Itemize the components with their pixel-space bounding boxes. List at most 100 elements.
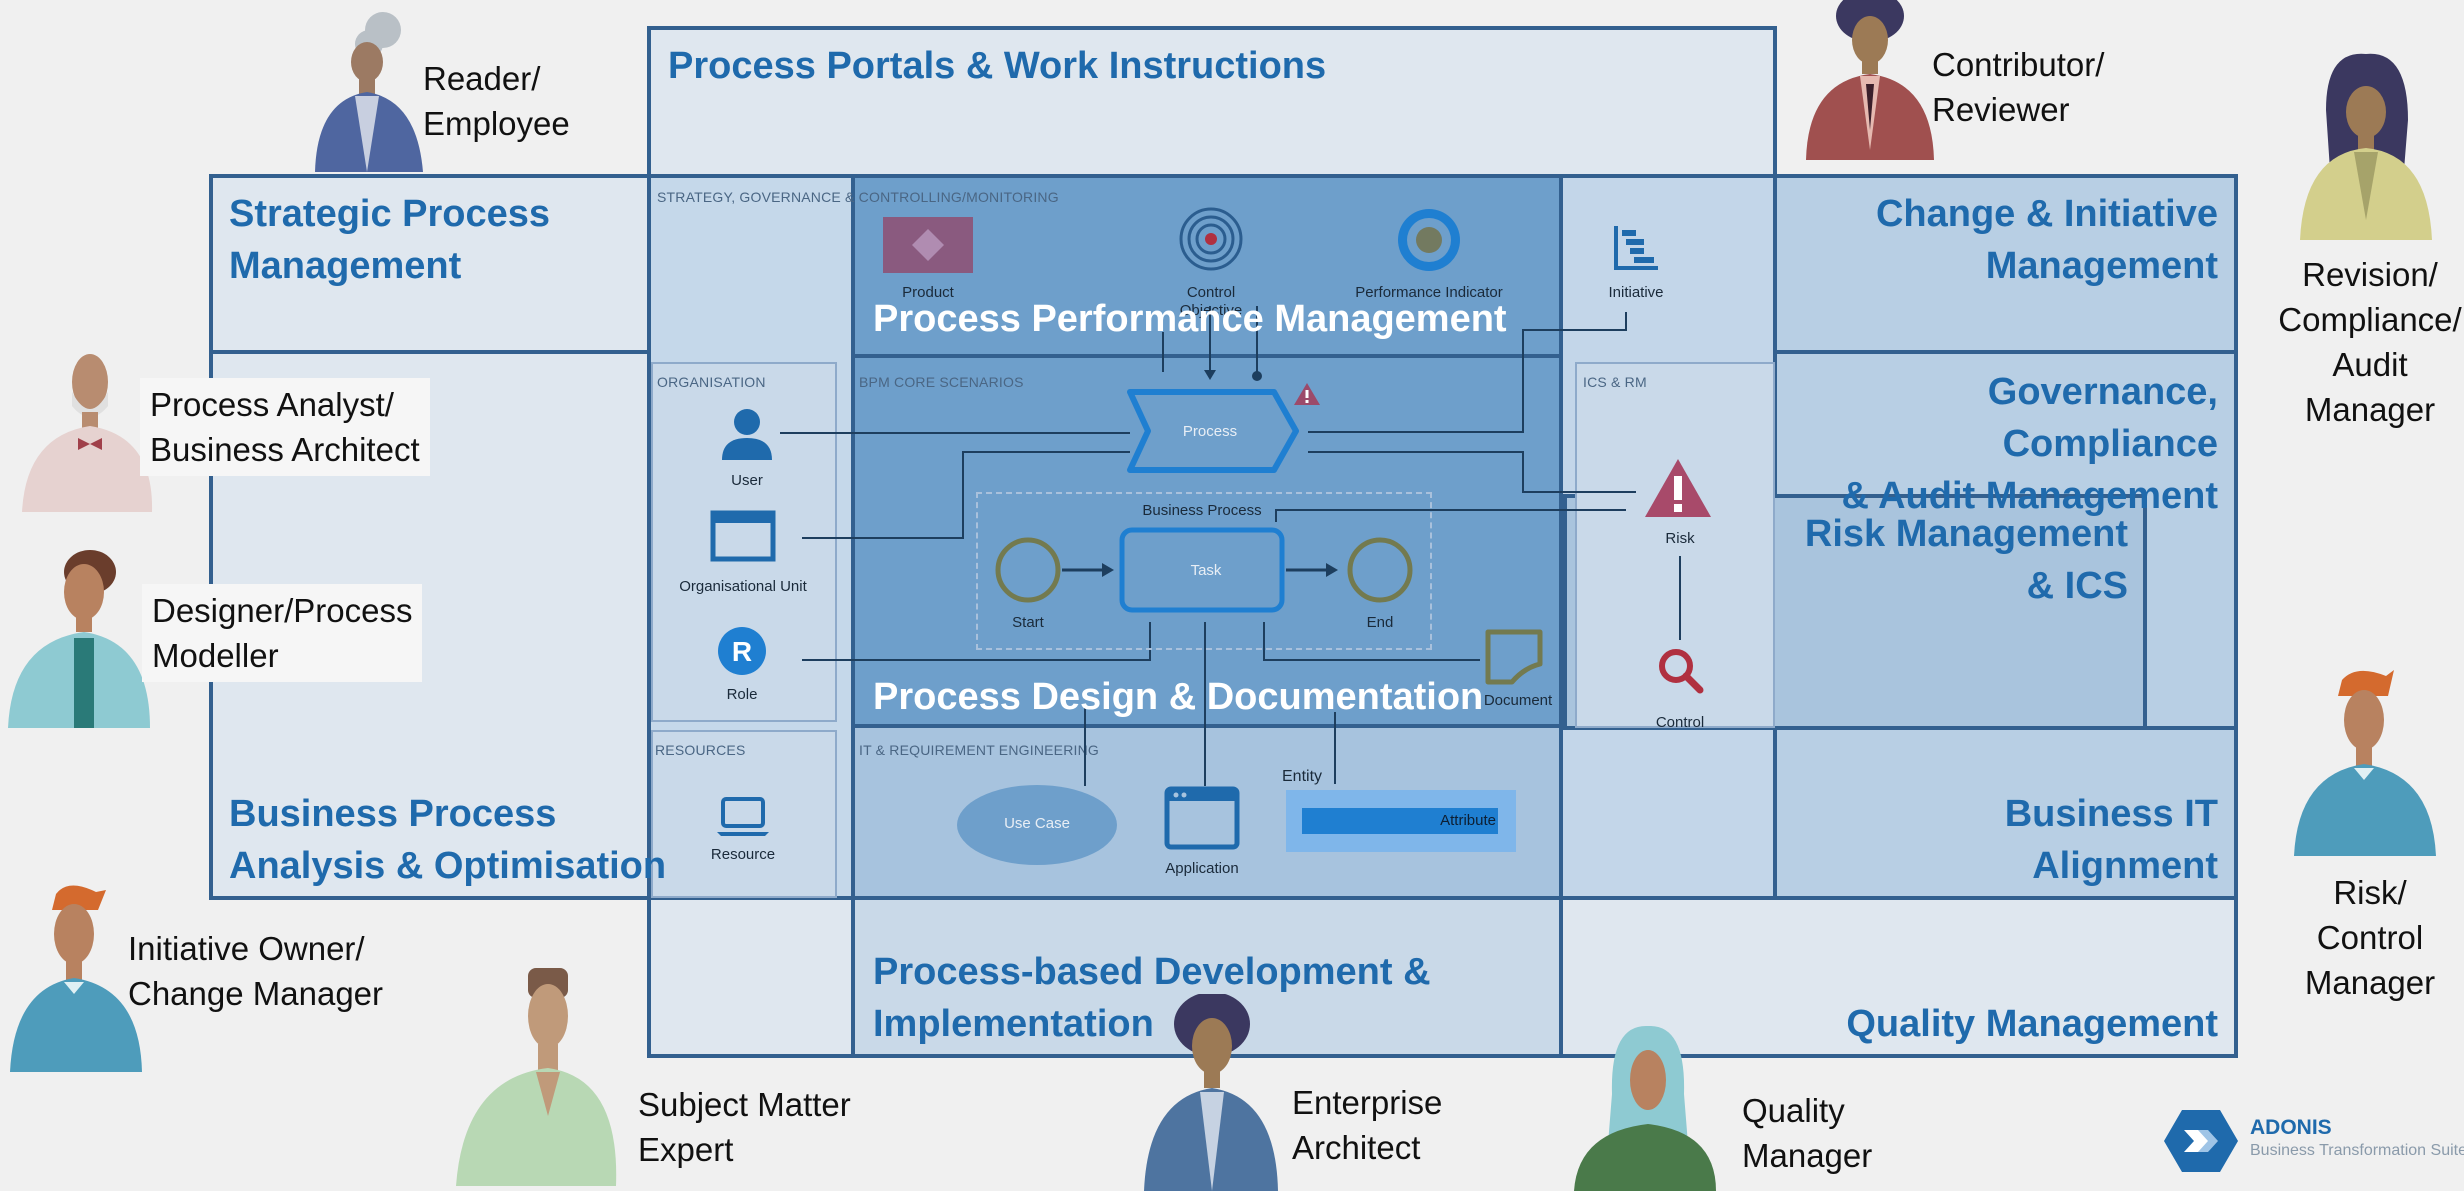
- development-title-line2: Implementation: [873, 1003, 1154, 1045]
- use-case-ellipse: [957, 785, 1117, 865]
- role-label: Role: [726, 686, 758, 703]
- development-title-line1: Process-based Development &: [873, 951, 1431, 993]
- sme-label-line2: Expert: [638, 1131, 734, 1168]
- designer-label: Designer/Process Modeller: [142, 584, 423, 682]
- control-search-icon: [1659, 649, 1704, 694]
- business-process-label: Business Process: [1142, 502, 1262, 519]
- quality-manager-label: Quality Manager: [1742, 1088, 1872, 1178]
- bpmn-flow: [995, 527, 1413, 613]
- revision-label-line1: Revision/: [2302, 256, 2438, 293]
- performance-indicator-label: Performance Indicator: [1355, 284, 1503, 301]
- risk-manager-label-line2: Control: [2316, 919, 2424, 956]
- initiative-icon: [1614, 226, 1658, 270]
- governance-title-line2: & Audit Management: [1841, 475, 2219, 517]
- attribute-label: Attribute: [1440, 812, 1496, 829]
- quality-manager-avatar: [1574, 1025, 1716, 1191]
- product-icon: [883, 217, 973, 273]
- quality-manager-label-line1: Quality: [1742, 1092, 1845, 1129]
- control-label: Control: [1655, 714, 1705, 728]
- attribute-box: [1302, 808, 1498, 834]
- document-label: Document: [1483, 692, 1553, 709]
- it-section-label: IT & REQUIREMENT ENGINEERING: [859, 742, 1100, 758]
- strategic-title-line2: Management: [229, 245, 462, 287]
- quality-title-text: Quality Management: [1846, 1003, 2218, 1045]
- analyst-label-line2: Business Architect: [150, 431, 420, 468]
- org-unit-icon: [710, 510, 776, 562]
- risk-title: Risk Management & ICS: [1760, 508, 2128, 612]
- process-chevron: [1127, 389, 1299, 473]
- analysis-title-line1: Business Process: [229, 793, 557, 835]
- adonis-logo-tagline: Business Transformation Suite: [2250, 1142, 2464, 1159]
- application-label: Application: [1165, 860, 1239, 877]
- target-icon: [1179, 207, 1243, 271]
- designer-avatar: [8, 550, 150, 728]
- governance-title-line1: Governance, Compliance: [1987, 371, 2218, 465]
- contributor-avatar: [1806, 0, 1934, 160]
- risk-label: Risk: [1665, 530, 1695, 547]
- sme-label-line1: Subject Matter: [638, 1086, 851, 1123]
- adonis-logo-icon: [2164, 1110, 2238, 1172]
- risk-manager-label: Risk/ Control Manager: [2270, 870, 2464, 1005]
- analysis-title-line2: Analysis & Optimisation: [229, 845, 667, 887]
- adonis-logo-name: ADONIS: [2250, 1116, 2332, 1139]
- ea-avatar: [1144, 994, 1278, 1191]
- strategic-title: Strategic Process Management: [229, 188, 550, 292]
- risk-manager-label-line3: Manager: [2304, 964, 2436, 1001]
- risk-title-line1: Risk Management: [1804, 513, 2128, 555]
- reader-label: Reader/ Employee: [423, 56, 570, 146]
- risk-manager-avatar: [2294, 670, 2436, 856]
- risk-manager-label-line1: Risk/: [2333, 874, 2407, 911]
- development-title: Process-based Development & Implementati…: [873, 946, 1431, 1050]
- sme-label: Subject Matter Expert: [638, 1082, 851, 1172]
- bpm-core-section-label: BPM CORE SCENARIOS: [859, 374, 1024, 390]
- change-title-line2: Management: [1985, 245, 2218, 287]
- design-title: Process Design & Documentation: [873, 676, 1484, 718]
- task-label: Task: [1190, 562, 1222, 579]
- governance-title: Governance, Compliance & Audit Managemen…: [1780, 366, 2219, 522]
- change-title: Change & Initiative Management: [1780, 188, 2218, 292]
- quality-title: Quality Management: [1780, 998, 2218, 1050]
- role-icon-letter: R: [732, 636, 752, 667]
- contributor-label: Contributor/ Reviewer: [1932, 42, 2104, 132]
- org-unit-label: Organisational Unit: [679, 578, 807, 595]
- designer-label-line2: Modeller: [152, 637, 279, 674]
- analysis-title: Business Process Analysis & Optimisation: [229, 788, 666, 892]
- initiative-owner-avatar: [10, 885, 142, 1072]
- role-icon: R: [718, 627, 766, 675]
- document-icon: [1485, 629, 1543, 685]
- strategic-title-line1: Strategic Process: [229, 193, 551, 235]
- sme-avatar: [456, 968, 617, 1186]
- ea-label: Enterprise Architect: [1292, 1080, 1442, 1170]
- user-label: User: [731, 472, 763, 489]
- warning-small-icon: [1294, 383, 1320, 405]
- product-label: Product: [902, 284, 954, 301]
- business-process-group: [976, 492, 1432, 650]
- business-it-title-line1: Business IT: [2004, 793, 2218, 835]
- ics-rm-box: [1575, 362, 1775, 728]
- ea-label-line2: Architect: [1292, 1129, 1421, 1166]
- change-title-line1: Change & Initiative: [1875, 193, 2218, 235]
- business-it-title: Business IT Alignment: [1780, 788, 2218, 892]
- strategy-section-label: STRATEGY, GOVERNANCE & CONTROLLING/MONIT…: [657, 189, 1059, 205]
- user-icon: [722, 409, 772, 460]
- reader-label-line2: Employee: [423, 105, 570, 142]
- initiative-owner-label-line1: Initiative Owner/: [128, 930, 365, 967]
- end-label: End: [1366, 614, 1394, 631]
- designer-label-line1: Designer/Process: [152, 592, 413, 629]
- ea-label-line1: Enterprise: [1292, 1084, 1443, 1121]
- resource-label: Resource: [710, 846, 776, 863]
- portals-title: Process Portals & Work Instructions: [668, 40, 1326, 92]
- revision-label: Revision/ Compliance/ Audit Manager: [2270, 252, 2464, 432]
- revision-label-line4: Manager: [2304, 391, 2436, 428]
- analyst-label-line1: Process Analyst/: [150, 386, 394, 423]
- portals-title-text: Process Portals & Work Instructions: [668, 45, 1327, 87]
- strategic-panel: [209, 174, 651, 354]
- use-case-label: Use Case: [1004, 815, 1070, 832]
- contributor-label-line1: Contributor/: [1932, 46, 2105, 83]
- ics-rm-section-label: ICS & RM: [1583, 374, 1647, 390]
- analyst-avatar: [22, 354, 153, 512]
- resources-section-label: RESOURCES: [655, 742, 746, 758]
- reader-avatar: [315, 12, 423, 172]
